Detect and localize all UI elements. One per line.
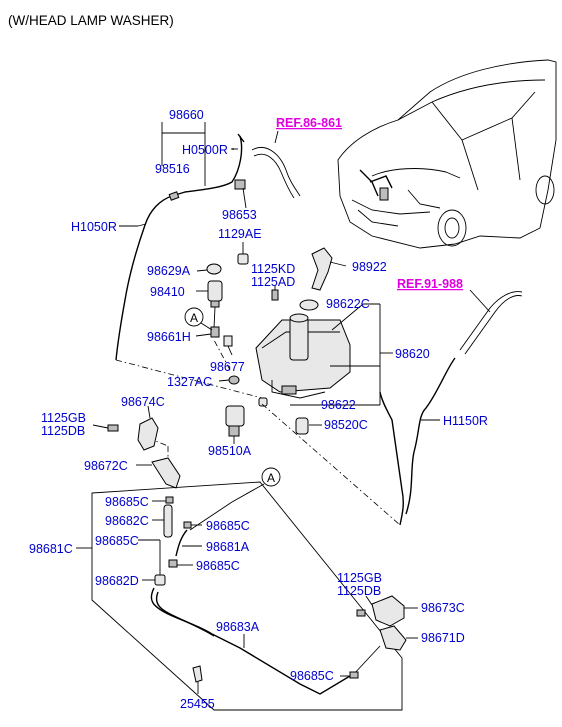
label-98685c-4: 98685C — [196, 559, 240, 573]
label-98922: 98922 — [352, 260, 387, 274]
label-98622c: 98622C — [326, 297, 370, 311]
nozzle-assembly-right — [340, 595, 418, 679]
label-98672c: 98672C — [84, 459, 128, 473]
nozzle-98672c — [136, 457, 181, 489]
label-98510a: 98510A — [208, 444, 252, 458]
bracket-98674c — [92, 405, 159, 451]
vehicle-illustration — [337, 59, 557, 249]
label-98683a: 98683A — [216, 620, 260, 634]
label-1125ad: 1125AD — [251, 275, 295, 289]
label-h1050r: H1050R — [71, 220, 117, 234]
label-h0500r: H0500R — [182, 143, 228, 157]
hose-h1150r — [379, 357, 456, 526]
pump-components — [195, 242, 249, 356]
label-1125kd: 1125KD — [251, 262, 295, 276]
label-1125gb-lower: 1125GB — [337, 571, 382, 585]
label-1125gb-upper: 1125GB — [41, 411, 86, 425]
label-98682d: 98682D — [95, 574, 139, 588]
label-98410: 98410 — [150, 285, 185, 299]
upper-hose-assembly — [115, 122, 247, 361]
label-98685c-2: 98685C — [95, 534, 139, 548]
label-98685c-5: 98685C — [290, 669, 334, 683]
label-1125db-lower: 1125DB — [337, 584, 381, 598]
ref-86-861-label[interactable]: REF.86-861 — [276, 116, 342, 130]
label-98681a: 98681A — [206, 540, 250, 554]
part-labels: REF.86-861 REF.91-988 98660 H0500R 98516… — [29, 108, 488, 711]
label-1125db-upper: 1125DB — [41, 424, 85, 438]
label-98622: 98622 — [321, 398, 356, 412]
hose-98683a — [150, 587, 351, 695]
label-98660: 98660 — [169, 108, 204, 122]
lower-assembly-box — [91, 481, 403, 711]
label-98661h: 98661H — [147, 330, 191, 344]
diagram-title: (W/HEAD LAMP WASHER) — [8, 13, 174, 28]
label-1327ac: 1327AC — [167, 375, 212, 389]
lower-hose-set — [138, 496, 202, 586]
callout-a-lower-label: A — [267, 471, 275, 485]
label-98520c: 98520C — [324, 418, 368, 432]
callout-a-upper: A — [184, 307, 213, 331]
label-98620: 98620 — [395, 347, 430, 361]
label-98685c-3: 98685C — [206, 519, 250, 533]
ref-91-988-label[interactable]: REF.91-988 — [397, 277, 463, 291]
label-98674c: 98674C — [121, 395, 165, 409]
label-1129ae: 1129AE — [218, 227, 262, 241]
label-98681c: 98681C — [29, 542, 73, 556]
callout-a-upper-label: A — [190, 311, 198, 325]
label-98516: 98516 — [155, 162, 190, 176]
label-98677: 98677 — [210, 360, 245, 374]
label-98653: 98653 — [222, 208, 257, 222]
label-98673c: 98673C — [421, 601, 465, 615]
label-98629a: 98629A — [147, 264, 191, 278]
label-h1150r: H1150R — [443, 414, 488, 428]
reference-leaders — [251, 130, 523, 355]
clip-25455 — [192, 665, 203, 694]
washer-reservoir — [218, 247, 393, 444]
hose-98683a-inner — [155, 591, 215, 637]
label-98671d: 98671D — [421, 631, 465, 645]
label-98682c: 98682C — [105, 514, 149, 528]
label-98685c-1: 98685C — [105, 495, 149, 509]
label-25455: 25455 — [180, 697, 215, 711]
assembly-flow-lines — [115, 339, 401, 526]
